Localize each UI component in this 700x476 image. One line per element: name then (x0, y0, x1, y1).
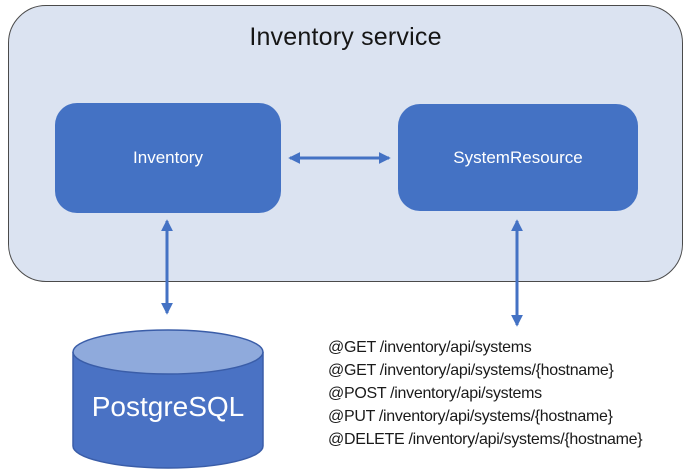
system-resource-node-label: SystemResource (453, 147, 583, 167)
inventory-node: Inventory (55, 103, 281, 213)
endpoint-line: @GET /inventory/api/systems/{hostname} (328, 362, 614, 379)
endpoints-list: @GET /inventory/api/systems @GET /invent… (328, 336, 643, 451)
endpoint-line: @PUT /inventory/api/systems/{hostname} (328, 408, 613, 425)
endpoint-line: @DELETE /inventory/api/systems/{hostname… (328, 431, 643, 448)
service-title: Inventory service (249, 23, 442, 51)
postgresql-label: PostgreSQL (91, 391, 245, 422)
inventory-node-label: Inventory (133, 148, 203, 167)
endpoint-line: @GET /inventory/api/systems (328, 339, 532, 356)
cylinder-top (72, 329, 264, 375)
system-resource-node: SystemResource (398, 104, 638, 211)
endpoint-line: @POST /inventory/api/systems (328, 385, 542, 402)
